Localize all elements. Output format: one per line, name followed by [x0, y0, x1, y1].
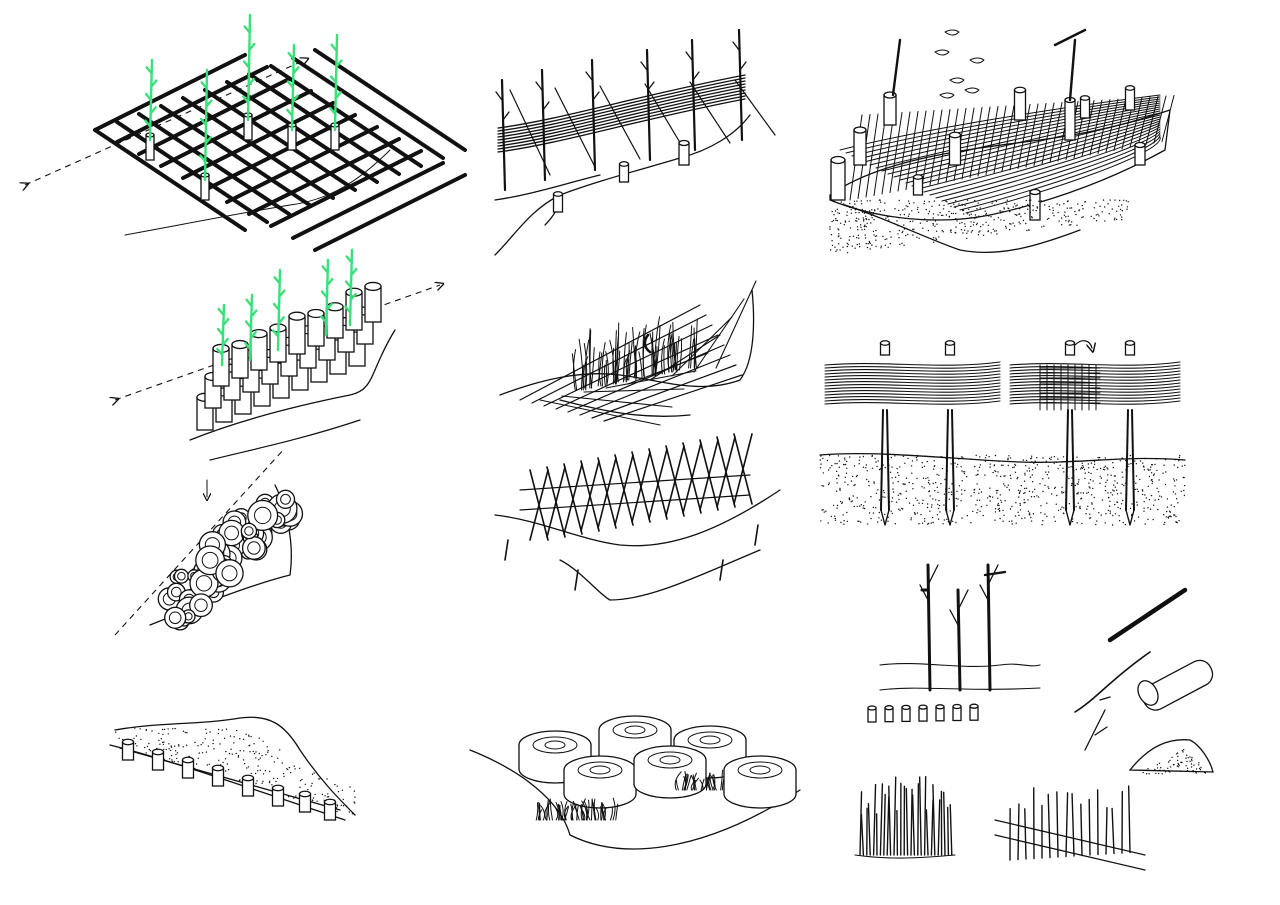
- crossed-stake-barrier: [494, 433, 781, 601]
- brush-mattress-with-plants: [499, 280, 757, 426]
- wattle-fence-on-stream-bank: [494, 28, 776, 256]
- rod-fence-with-rail: [994, 785, 1146, 871]
- brush-bundles-on-stakes: [819, 340, 1186, 526]
- post-row-along-embankment: [109, 716, 356, 821]
- log-bundle-revetment-with-sprouts: [115, 248, 440, 461]
- living-stakes-and-cuttings: [867, 563, 1041, 723]
- net-covered-bank-with-posts: [829, 28, 1175, 254]
- log-bundle-plan-view: [114, 447, 304, 636]
- coir-rolls-on-bank: [469, 715, 801, 850]
- willow-lattice-mat-with-sprouts: [25, 13, 467, 252]
- rod-clump-planting: [854, 775, 956, 859]
- material-branches-log-soil: [1074, 587, 1214, 775]
